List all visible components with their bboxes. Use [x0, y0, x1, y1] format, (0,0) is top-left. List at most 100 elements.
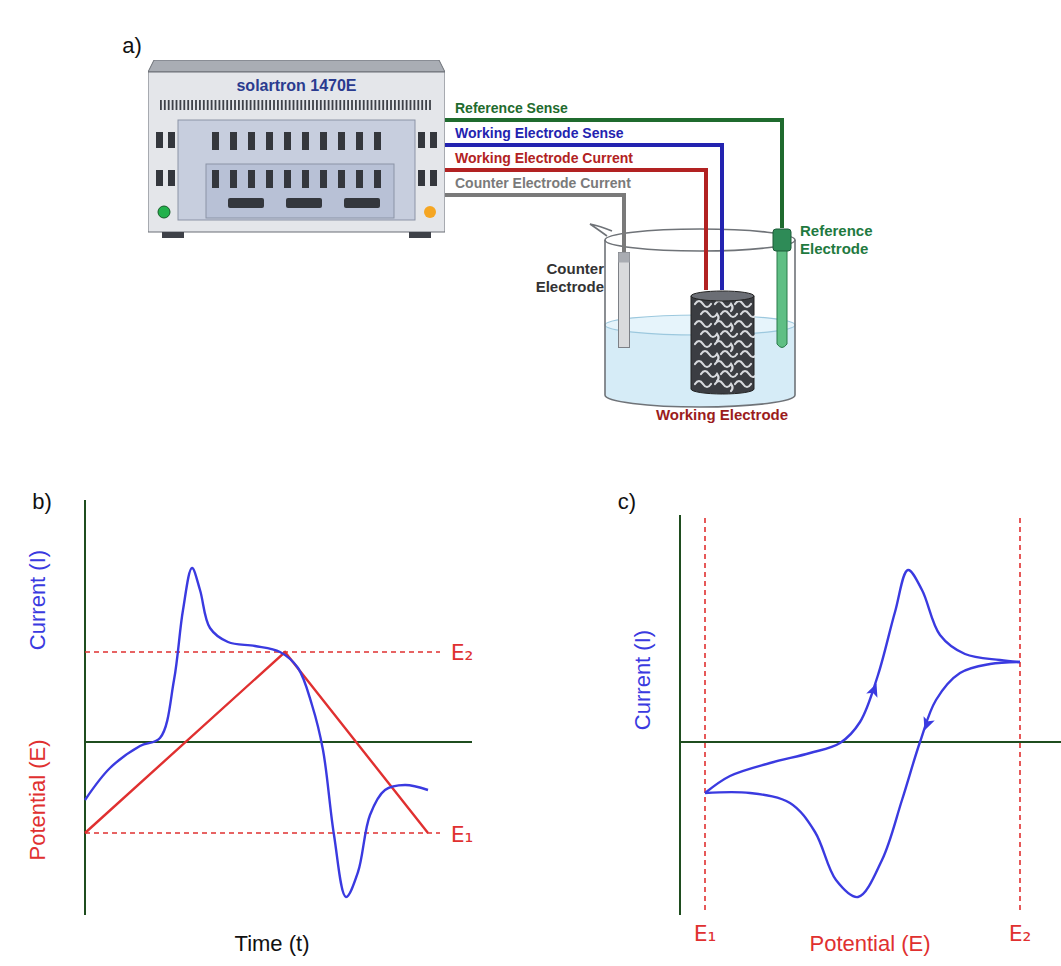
vent-slot	[425, 100, 427, 110]
potential-limit: E₁	[694, 921, 717, 946]
vent-slot	[269, 100, 271, 110]
pore-texture	[701, 311, 719, 321]
vent-slot	[406, 100, 408, 110]
instrument-foot	[162, 232, 184, 238]
aux-port	[418, 170, 425, 186]
pore-texture	[721, 371, 737, 377]
beaker-wall	[605, 240, 795, 407]
potential-limit: E₁	[451, 822, 474, 847]
bnc-port	[266, 132, 273, 150]
vent-slot	[242, 100, 244, 110]
vent-slot	[234, 100, 236, 110]
bnc-port	[320, 132, 327, 150]
pore-texture	[695, 341, 711, 347]
vent-slot	[398, 100, 400, 110]
axis-title: Potential (E)	[25, 739, 51, 860]
axis-title: Potential (E)	[809, 931, 930, 957]
lead-label: Working Electrode Sense	[453, 125, 626, 141]
vent-slot	[277, 100, 279, 110]
cell-lead	[445, 195, 624, 252]
pore-texture	[721, 331, 737, 337]
vent-slot	[343, 100, 345, 110]
pore-texture	[701, 351, 719, 361]
lead-label: Counter Electrode Current	[453, 175, 633, 191]
bnc-port	[212, 170, 219, 188]
pore-texture	[735, 341, 751, 347]
porous-electrode	[690, 290, 755, 395]
bnc-port	[212, 132, 219, 150]
pore-texture	[695, 321, 711, 327]
vent-slot	[297, 100, 299, 110]
y-axis	[84, 500, 86, 915]
bnc-port	[356, 170, 363, 188]
vent-slot	[265, 100, 267, 110]
panel-letter: a)	[122, 33, 142, 59]
bnc-port	[338, 170, 345, 188]
aux-port	[430, 170, 437, 186]
limit-line	[704, 518, 706, 912]
pore-texture	[715, 301, 733, 311]
cell-connector	[344, 198, 380, 208]
beaker-rim	[605, 229, 795, 251]
current-trace	[85, 568, 428, 897]
bnc-port	[248, 170, 255, 188]
vent-slot	[168, 100, 170, 110]
potential-limit: E₂	[451, 640, 474, 665]
logo-badge	[424, 206, 436, 218]
vent-slot	[219, 100, 221, 110]
vent-slot	[230, 100, 232, 110]
bnc-port	[338, 132, 345, 150]
bnc-port	[374, 132, 381, 150]
plot-c	[680, 515, 1061, 915]
vent-slot	[183, 100, 185, 110]
pore-texture	[695, 301, 711, 307]
aux-port	[168, 132, 175, 148]
vent-slot	[180, 100, 182, 110]
vent-slot	[417, 100, 419, 110]
vent-slot	[312, 100, 314, 110]
cv-forward-scan	[705, 570, 1020, 793]
vent-slot	[351, 100, 353, 110]
electrode-top	[691, 291, 754, 301]
vent-slot	[273, 100, 275, 110]
bnc-port	[302, 170, 309, 188]
axis-title: Current (I)	[630, 630, 656, 730]
potential-limit: E₂	[1009, 921, 1032, 946]
vent-slot	[160, 100, 162, 110]
aux-port	[156, 170, 163, 186]
vent-slot	[238, 100, 240, 110]
vent-slot	[285, 100, 287, 110]
bnc-port	[266, 170, 273, 188]
electrode-label: Reference Electrode	[800, 222, 892, 258]
electrode-label: Counter Electrode	[500, 260, 604, 296]
vent-slot	[375, 100, 377, 110]
vent-slot	[304, 100, 306, 110]
rod	[619, 253, 630, 348]
vent-slot	[293, 100, 295, 110]
lead-label: Reference Sense	[453, 100, 570, 116]
bnc-port	[320, 170, 327, 188]
pore-texture	[715, 361, 733, 371]
vent-slot	[421, 100, 423, 110]
pore-texture	[695, 361, 711, 367]
vent-slot	[363, 100, 365, 110]
panel-letter: c)	[618, 489, 636, 515]
vent-slot	[429, 100, 431, 110]
bnc-port	[230, 170, 237, 188]
x-axis	[680, 741, 1061, 743]
bnc-port	[248, 132, 255, 150]
vent-slot	[316, 100, 318, 110]
pore-texture	[741, 331, 755, 341]
vent-slot	[191, 100, 193, 110]
vent-slot	[328, 100, 330, 110]
vent-slot	[176, 100, 178, 110]
vent-slot	[199, 100, 201, 110]
vent-slot	[164, 100, 166, 110]
vent-slot	[339, 100, 341, 110]
vent-slot	[359, 100, 361, 110]
cap	[773, 229, 791, 251]
vent-slot	[172, 100, 174, 110]
vent-slot	[261, 100, 263, 110]
pore-texture	[701, 371, 719, 381]
